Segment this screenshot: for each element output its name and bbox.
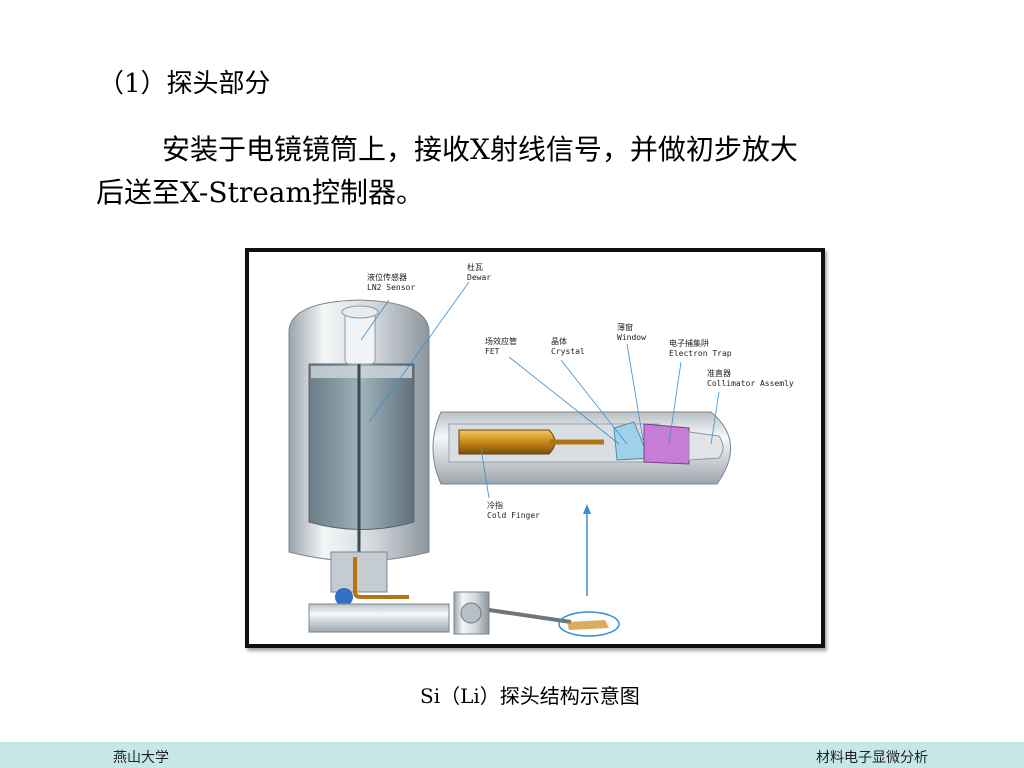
body-line-1: 安装于电镜镜筒上，接收X射线信号，并做初步放大 — [162, 133, 798, 166]
zoom-callout — [558, 504, 620, 637]
label-dewar-en: Dewar — [467, 273, 491, 282]
footer-bar: 燕山大学 材料电子显微分析 — [0, 742, 1024, 768]
label-trap-en: Electron Trap — [669, 349, 732, 358]
label-window-en: Window — [617, 333, 646, 342]
label-ln2-cn: 液位传感器 — [367, 272, 407, 282]
label-crystal-cn: 晶体 — [551, 336, 567, 346]
figure-caption: Si（Li）探头结构示意图 — [420, 684, 640, 708]
section-heading: （1）探头部分 — [98, 69, 271, 99]
label-finger-cn: 冷指 — [487, 500, 503, 510]
label-collimator-cn: 准直器 — [707, 368, 731, 378]
label-window-cn: 薄窗 — [617, 322, 633, 332]
leader-lines — [360, 281, 720, 499]
diagram-labels: 液位传感器 LN2 Sensor 杜瓦 Dewar 场效应管 FET 晶体 Cr… — [367, 262, 794, 520]
body-line-2: 后送至X-Stream控制器。 — [96, 176, 425, 209]
probe-tube-illustration — [432, 411, 731, 485]
body-paragraph: 安装于电镜镜筒上，接收X射线信号，并做初步放大 后送至X-Stream控制器。 — [96, 128, 946, 214]
label-fet-en: FET — [485, 347, 500, 356]
detector-diagram: 液位传感器 LN2 Sensor 杜瓦 Dewar 场效应管 FET 晶体 Cr… — [288, 262, 794, 637]
footer-course-title: 材料电子显微分析 — [816, 750, 928, 766]
dewar-illustration — [288, 299, 572, 635]
label-crystal-en: Crystal — [551, 347, 585, 356]
label-collimator-en: Collimator Assemly — [707, 379, 794, 388]
footer-university: 燕山大学 — [113, 750, 169, 766]
label-trap-cn: 电子捕集阱 — [669, 338, 709, 348]
label-dewar-cn: 杜瓦 — [467, 262, 483, 272]
detector-diagram-frame: 液位传感器 LN2 Sensor 杜瓦 Dewar 场效应管 FET 晶体 Cr… — [245, 248, 825, 648]
label-finger-en: Cold Finger — [487, 511, 540, 520]
label-fet-cn: 场效应管 — [485, 336, 517, 346]
label-ln2-en: LN2 Sensor — [367, 283, 415, 292]
